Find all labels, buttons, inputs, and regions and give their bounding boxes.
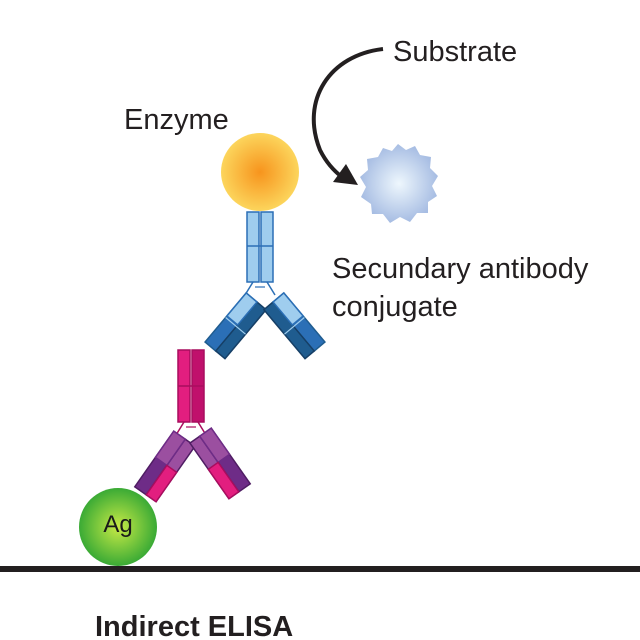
enzyme-circle — [221, 133, 299, 211]
antigen-circle — [79, 488, 157, 566]
antigen-label: Ag — [103, 511, 133, 538]
primary-antibody — [133, 349, 252, 503]
surface-line — [0, 566, 640, 572]
reaction-arrow-head — [333, 164, 358, 185]
secondary-antibody-label-line2: conjugate — [332, 291, 458, 323]
secondary-antibody-label-line1: Secundary antibody — [332, 253, 589, 285]
substrate-blob — [360, 144, 438, 223]
substrate-label: Substrate — [393, 36, 518, 68]
enzyme-label: Enzyme — [124, 104, 229, 136]
diagram-title: Indirect ELISA — [95, 611, 294, 640]
secondary-antibody — [204, 211, 326, 360]
reaction-arrow — [311, 47, 384, 180]
